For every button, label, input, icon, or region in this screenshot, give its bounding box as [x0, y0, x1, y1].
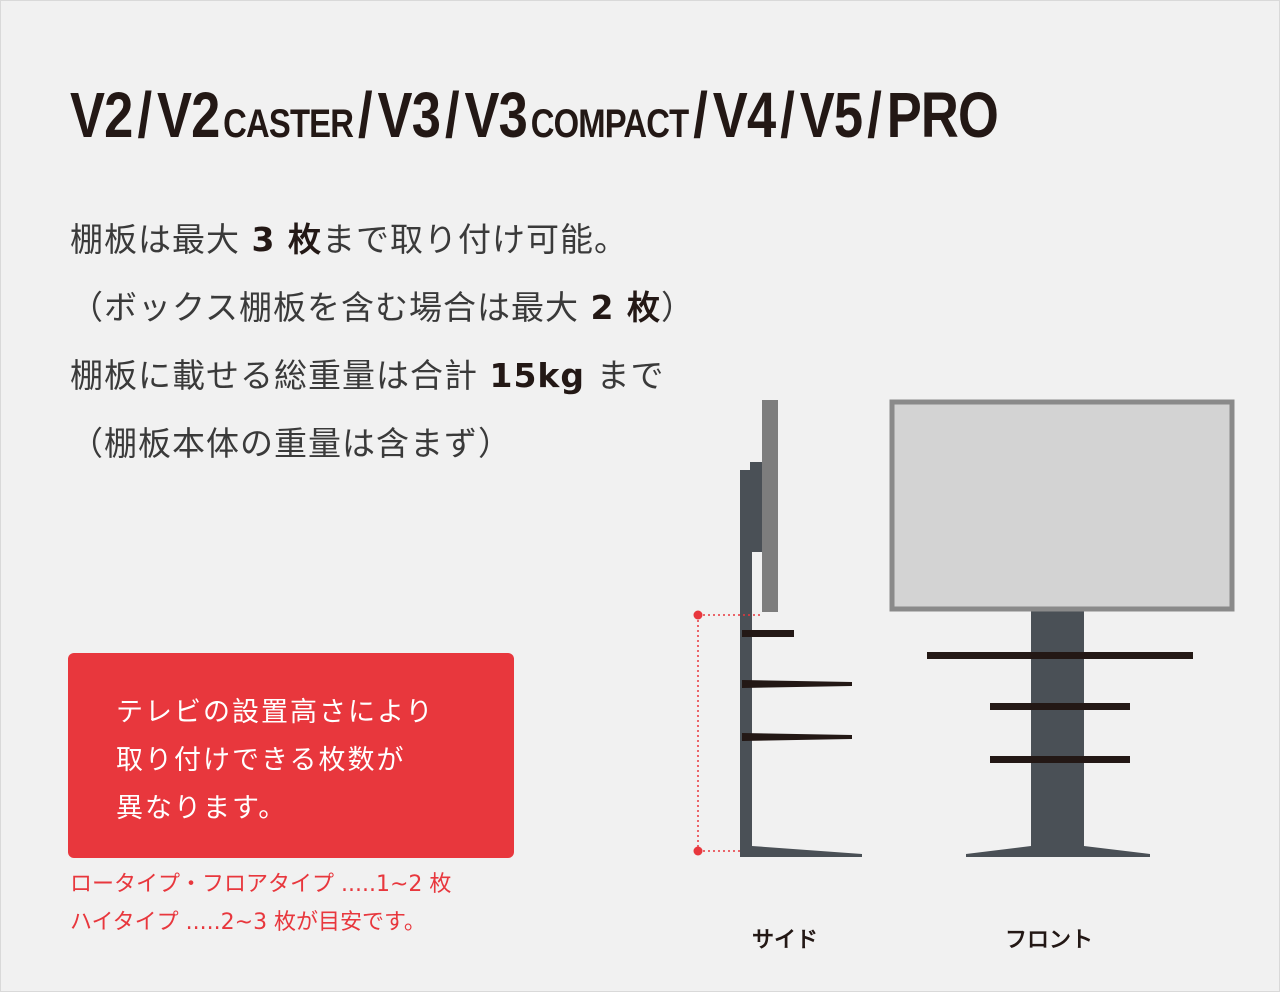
front-view	[889, 399, 1235, 857]
side-tv-mount	[750, 462, 762, 552]
desc-emphasis: 15kg	[489, 356, 585, 395]
side-view	[693, 400, 862, 857]
description-line-1: 棚板は最大 3 枚まで取り付け可能。	[70, 206, 695, 274]
title-v3-compact: V3	[464, 79, 528, 151]
title-v3: V3	[377, 79, 441, 151]
description: 棚板は最大 3 枚まで取り付け可能。 （ボックス棚板を含む場合は最大 2 枚） …	[70, 206, 695, 478]
title-v2-caster-sub: CASTER	[223, 102, 354, 146]
title-separator: /	[693, 79, 708, 151]
side-tv-panel	[762, 400, 778, 612]
title-v2: V2	[70, 79, 133, 151]
height-guide-dot-top	[693, 610, 703, 620]
note-line-2: ハイタイプ .....2~3 枚が目安です。	[70, 910, 426, 935]
title-v3-compact-sub: COMPACT	[530, 102, 689, 146]
title-v2-caster: V2	[156, 79, 220, 151]
desc-text: ）	[660, 288, 695, 327]
title-v5: V5	[799, 79, 863, 151]
side-shelf-3	[742, 733, 852, 741]
notice-box: テレビの設置高さにより 取り付けできる枚数が 異なります。	[68, 653, 514, 858]
desc-text: 棚板は最大	[70, 220, 252, 259]
side-pole	[740, 470, 752, 856]
side-view-label: サイド	[752, 928, 819, 953]
front-shelf-1	[927, 652, 1193, 659]
height-guide-dot-bottom	[693, 846, 703, 856]
title-v4: V4	[712, 79, 776, 151]
desc-text: 棚板に載せる総重量は合計	[70, 356, 490, 395]
title-pro: PRO	[886, 79, 999, 151]
title-separator: /	[444, 79, 460, 151]
desc-text: （ボックス棚板を含む場合は最大	[70, 288, 591, 327]
page-title: V2/V2 CASTER/V3/V3 COMPACT/V4/V5/PRO	[70, 78, 999, 152]
front-shelf-2	[990, 703, 1130, 710]
front-view-label: フロント	[1005, 928, 1094, 953]
note-line-1: ロータイプ・フロアタイプ .....1~2 枚	[70, 872, 452, 897]
desc-text: まで取り付け可能。	[321, 220, 628, 259]
title-separator: /	[867, 79, 882, 151]
description-line-4: （棚板本体の重量は含まず）	[70, 424, 512, 463]
title-separator: /	[780, 79, 795, 151]
desc-text: まで	[585, 356, 665, 395]
front-base	[966, 846, 1150, 857]
notice-line-1: テレビの設置高さにより	[116, 697, 435, 728]
front-shelf-3	[990, 756, 1130, 763]
side-base	[740, 846, 862, 857]
title-separator: /	[137, 79, 153, 151]
desc-emphasis: 2 枚	[590, 288, 661, 327]
front-pole	[1031, 608, 1084, 854]
front-tv-screen	[889, 399, 1235, 612]
title-separator: /	[358, 79, 373, 151]
description-line-3: 棚板に載せる総重量は合計 15kg まで	[70, 342, 695, 410]
shelf-count-note: ロータイプ・フロアタイプ .....1~2 枚 ハイタイプ .....2~3 枚…	[70, 866, 451, 942]
description-line-2: （ボックス棚板を含む場合は最大 2 枚）	[70, 274, 695, 342]
side-shelf-1	[742, 630, 794, 637]
notice-text: テレビの設置高さにより 取り付けできる枚数が 異なります。	[116, 689, 434, 833]
notice-line-2: 取り付けできる枚数が	[116, 745, 406, 776]
side-shelf-2	[742, 680, 852, 688]
notice-line-3: 異なります。	[116, 793, 288, 824]
desc-emphasis: 3 枚	[251, 220, 322, 259]
